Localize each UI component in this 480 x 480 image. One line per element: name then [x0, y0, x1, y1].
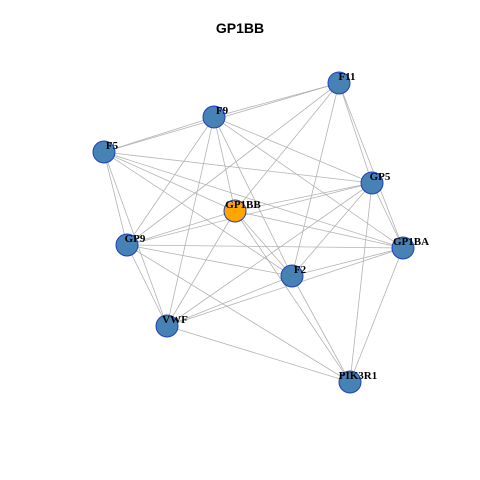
edge-f9-gp5 — [213, 116, 373, 184]
node-label-vwf: VWF — [162, 314, 188, 326]
edge-gp5-f2 — [291, 182, 373, 277]
edge-f9-gp1ba — [213, 116, 404, 249]
edge-gp1ba-vwf — [166, 247, 404, 327]
node-label-f11: F11 — [338, 71, 355, 83]
edge-f5-gp1bb — [103, 151, 236, 212]
edge-f11-f9 — [213, 82, 340, 118]
edge-vwf-pik3r1 — [166, 325, 351, 383]
edge-gp1ba-pik3r1 — [349, 247, 404, 383]
edge-gp1bb-gp9 — [126, 210, 236, 246]
edge-f9-gp9 — [126, 116, 215, 246]
edge-gp1bb-pik3r1 — [234, 210, 351, 383]
node-f2 — [280, 264, 304, 288]
edge-gp5-pik3r1 — [349, 182, 373, 383]
node-label-f9: F9 — [216, 105, 229, 117]
edge-f11-gp1bb — [234, 82, 340, 212]
edge-gp9-pik3r1 — [126, 244, 351, 383]
edge-f9-f2 — [213, 116, 293, 277]
node-label-f2: F2 — [294, 264, 307, 276]
edge-gp1bb-vwf — [166, 210, 236, 327]
node-gp9 — [115, 233, 139, 257]
edge-f9-vwf — [166, 116, 215, 327]
edge-gp5-vwf — [166, 182, 373, 327]
edge-gp9-vwf — [126, 244, 168, 327]
edge-f9-gp1bb — [213, 116, 236, 212]
node-vwf — [155, 314, 179, 338]
node-label-gp1ba: GP1BA — [393, 236, 429, 248]
edge-f2-pik3r1 — [291, 275, 351, 383]
edges-layer — [103, 82, 404, 383]
edge-f11-f2 — [291, 82, 340, 277]
node-label-f5: F5 — [106, 140, 119, 152]
edge-f9-f5 — [103, 116, 215, 153]
edge-gp5-gp1bb — [234, 182, 373, 212]
edge-gp1bb-f2 — [234, 210, 293, 277]
node-label-pik3r1: PIK3R1 — [339, 370, 378, 382]
edge-gp1bb-gp1ba — [234, 210, 404, 249]
node-label-gp9: GP9 — [125, 233, 146, 245]
edge-gp9-gp1ba — [126, 244, 404, 249]
edge-f5-gp1ba — [103, 151, 404, 249]
nodes-layer — [92, 71, 415, 394]
graph-title: GP1BB — [215, 20, 265, 36]
edge-gp5-gp1ba — [371, 182, 404, 249]
node-pik3r1 — [338, 370, 362, 394]
edge-f11-gp5 — [338, 82, 373, 184]
edge-f5-gp9 — [103, 151, 128, 246]
edge-f5-f2 — [103, 151, 293, 277]
node-gp5 — [360, 171, 384, 195]
node-gp1bb — [223, 199, 247, 223]
edge-f11-gp1ba — [338, 82, 404, 249]
node-f9 — [202, 105, 226, 129]
edge-gp1ba-f2 — [291, 247, 404, 277]
edge-gp9-f2 — [126, 244, 293, 277]
node-label-gp5: GP5 — [370, 171, 391, 183]
node-f5 — [92, 140, 116, 164]
node-f11 — [327, 71, 351, 95]
edge-f2-vwf — [166, 275, 293, 327]
node-gp1ba — [391, 236, 415, 260]
edge-f5-gp5 — [103, 151, 373, 184]
edge-f11-gp9 — [126, 82, 340, 246]
node-label-gp1bb: GP1BB — [225, 199, 261, 211]
